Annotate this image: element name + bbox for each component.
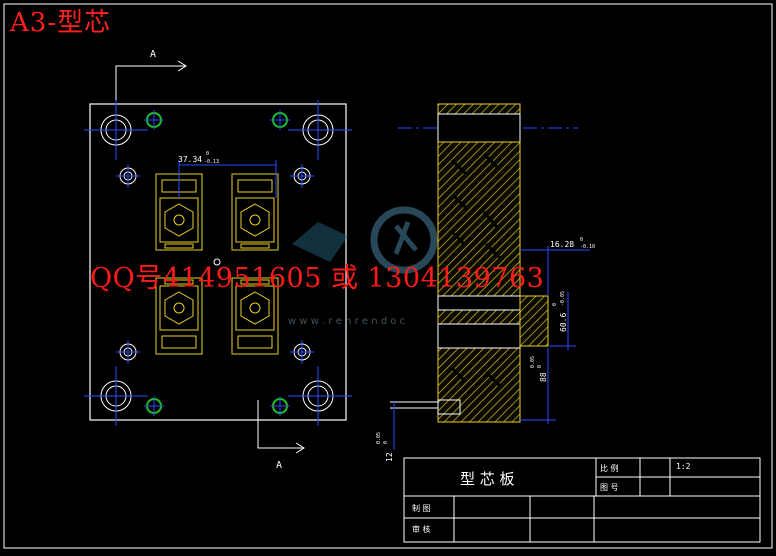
checked-by-label: 审 核 xyxy=(412,524,431,534)
dimension-60: 60.6 0 -0.05 xyxy=(548,291,576,350)
section-label-top: A xyxy=(150,49,156,60)
svg-text:0: 0 xyxy=(383,441,389,444)
svg-text:w w w . r e n r e n d o c: w w w . r e n r e n d o c xyxy=(288,316,405,327)
title-block xyxy=(403,457,761,543)
core-insert-top-right xyxy=(231,173,279,251)
svg-text:0.05: 0.05 xyxy=(530,356,536,368)
contact-overlay: QQ号414951605 或 1304139763 xyxy=(90,263,545,294)
guide-hole-bottom-left xyxy=(84,366,148,426)
dimension-88: 88 0.05 0 xyxy=(520,348,556,424)
core-plate-hatch xyxy=(437,141,521,423)
dimension-16: 16.28 0 -0.10 xyxy=(520,237,595,296)
svg-text:0: 0 xyxy=(580,237,583,243)
pin-hole-2 xyxy=(290,164,314,188)
plan-view: A A xyxy=(84,49,352,471)
svg-text:-0.13: -0.13 xyxy=(204,159,219,165)
svg-text:0.05: 0.05 xyxy=(376,432,382,444)
screw-hole-4 xyxy=(270,396,290,416)
scale-label: 比 例 xyxy=(600,463,619,473)
part-name: 型 芯 板 xyxy=(460,470,515,488)
scale-value: 1:2 xyxy=(676,462,691,471)
drawn-by-label: 制 图 xyxy=(412,503,431,513)
svg-text:0: 0 xyxy=(552,303,558,306)
screw-hole-3 xyxy=(144,396,164,416)
dimension-37: 37.34 0 -0.13 xyxy=(178,151,277,198)
svg-text:60.6: 60.6 xyxy=(559,313,568,332)
svg-text:0: 0 xyxy=(206,151,209,157)
drawing-corner-title: A3-型芯 xyxy=(10,8,112,38)
pin-hole-4 xyxy=(290,340,314,364)
svg-text:12: 12 xyxy=(385,452,394,462)
drawing-border xyxy=(3,3,773,549)
guide-hole-top-left xyxy=(84,100,148,160)
dimension-12: 12 0.05 0 xyxy=(376,402,395,462)
svg-text:37.34: 37.34 xyxy=(178,155,202,164)
core-insert-bottom-left xyxy=(155,277,203,355)
svg-text:0: 0 xyxy=(537,365,543,368)
center-mark xyxy=(213,258,221,266)
top-plate-hatch xyxy=(437,103,521,115)
watermark-logo: w w w . r e n r e n d o c xyxy=(288,206,438,327)
section-view: 16.28 0 -0.10 60.6 0 -0.05 88 0.05 0 12 … xyxy=(376,103,595,462)
svg-text:-0.05: -0.05 xyxy=(560,291,566,306)
svg-text:16.28: 16.28 xyxy=(550,240,574,249)
screw-hole-1 xyxy=(144,110,164,130)
drawing-no-label: 图 号 xyxy=(600,483,619,492)
core-insert-bottom-right xyxy=(231,277,279,355)
section-line-bottom xyxy=(257,400,304,449)
screw-hole-2 xyxy=(270,110,290,130)
guide-hole-bottom-right xyxy=(288,366,352,426)
guide-hole-top-right xyxy=(288,100,352,160)
section-label-bottom: A xyxy=(276,460,282,471)
core-plate-outline xyxy=(89,103,347,421)
svg-text:88: 88 xyxy=(539,372,548,382)
pin-hole-1 xyxy=(116,164,140,188)
pin-hole-3 xyxy=(116,340,140,364)
svg-text:-0.10: -0.10 xyxy=(580,244,595,250)
